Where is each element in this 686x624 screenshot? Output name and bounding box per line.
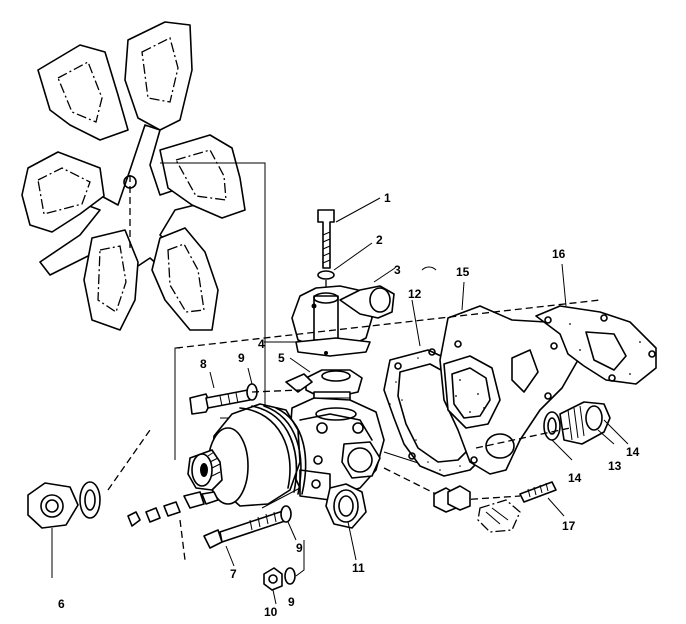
hex-nut bbox=[27, 482, 79, 529]
callout-15: 15 bbox=[456, 265, 470, 279]
callout-5: 5 bbox=[278, 351, 285, 365]
fan-blade-bottom-right bbox=[151, 227, 219, 331]
callout-labels: 1 2 3 4 5 6 7 8 9 9 9 10 11 12 13 14 14 … bbox=[58, 191, 640, 619]
fan-blade-left bbox=[21, 151, 105, 233]
water-pump-body bbox=[187, 397, 441, 561]
callout-10: 10 bbox=[264, 605, 278, 619]
callout-8: 8 bbox=[200, 357, 207, 371]
housing-gasket bbox=[295, 337, 371, 357]
plate-15 bbox=[439, 281, 579, 475]
callout-4: 4 bbox=[258, 337, 265, 351]
lock-washer bbox=[79, 481, 101, 519]
gasket-16 bbox=[535, 263, 657, 385]
callout-1: 1 bbox=[384, 191, 391, 205]
callout-14-bottom: 14 bbox=[568, 471, 582, 485]
callout-12: 12 bbox=[408, 287, 422, 301]
stud-17 bbox=[459, 481, 565, 517]
callout-9-middle: 9 bbox=[296, 541, 303, 555]
callout-16: 16 bbox=[552, 247, 566, 261]
bolt-and-washer bbox=[317, 197, 381, 300]
fan-blade-top bbox=[124, 21, 193, 131]
lower-small-parts bbox=[175, 299, 601, 533]
nut-10-and-washer-9 bbox=[263, 540, 305, 605]
callout-6: 6 bbox=[58, 597, 65, 611]
callout-7: 7 bbox=[230, 567, 237, 581]
seal-sleeve bbox=[543, 401, 629, 461]
callout-14-right: 14 bbox=[626, 445, 640, 459]
fan-assembly bbox=[21, 21, 266, 491]
thermostat bbox=[305, 369, 363, 397]
bolt-7 bbox=[203, 505, 297, 567]
fan-nut-and-washer bbox=[27, 481, 101, 578]
callout-2: 2 bbox=[376, 233, 383, 247]
callout-11: 11 bbox=[352, 561, 365, 575]
callout-17: 17 bbox=[562, 519, 576, 533]
fan-blade-bottom-left bbox=[83, 229, 139, 331]
flat-washer bbox=[317, 270, 335, 280]
bolt-8-and-washer-9 bbox=[189, 367, 301, 415]
callout-3: 3 bbox=[394, 263, 401, 277]
callout-9-top: 9 bbox=[238, 351, 245, 365]
callout-9-bottom: 9 bbox=[288, 595, 295, 609]
bolt bbox=[317, 209, 335, 269]
callout-13: 13 bbox=[608, 459, 622, 473]
thermostat-housing-group bbox=[264, 267, 396, 413]
pump-outlet bbox=[325, 483, 367, 529]
drain-fittings bbox=[127, 491, 219, 561]
fan-blade-right bbox=[159, 134, 246, 219]
fan-blade-top-left bbox=[37, 44, 129, 141]
